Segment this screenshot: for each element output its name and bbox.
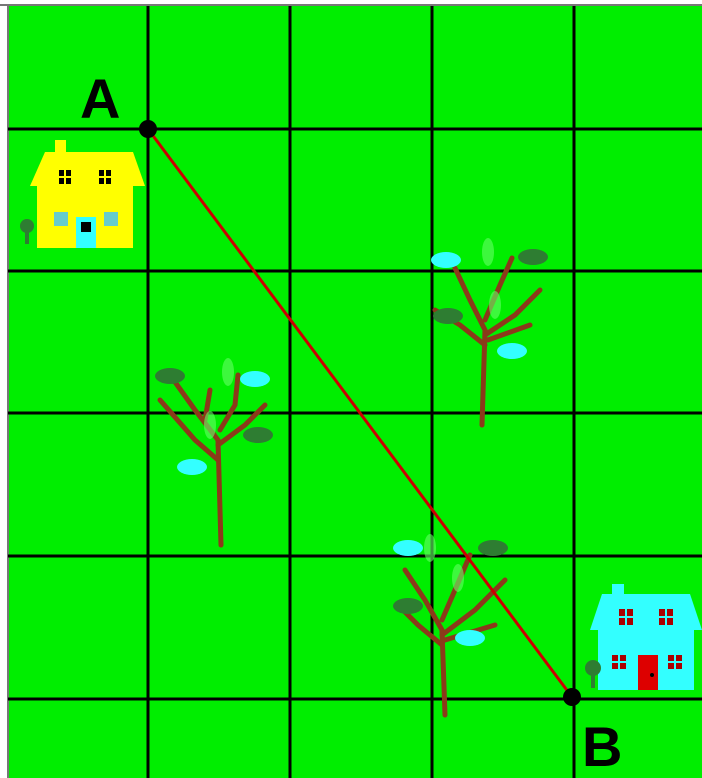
point-a-marker: [139, 120, 157, 138]
cyan-house-icon: [590, 584, 702, 690]
point-a-label: A: [80, 67, 120, 130]
point-b-marker: [563, 688, 581, 706]
yellow-house-icon: [30, 140, 145, 248]
point-b-label: B: [582, 715, 622, 778]
